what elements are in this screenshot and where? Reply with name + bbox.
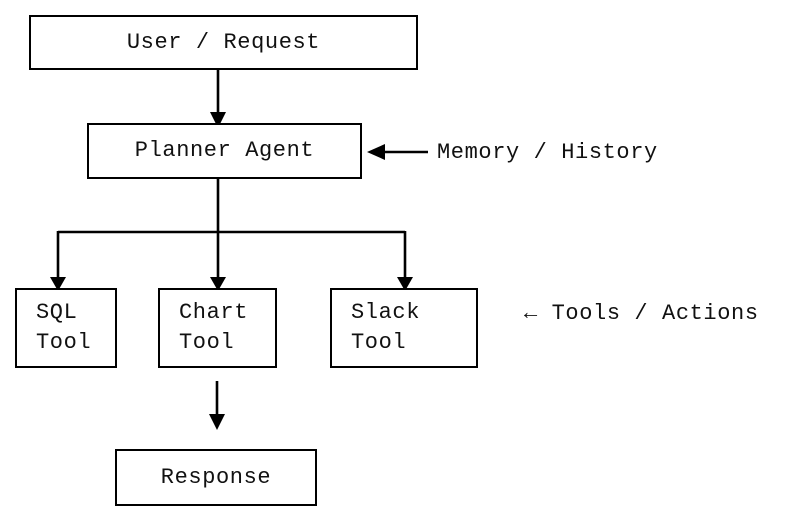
node-response-label: Response (160, 464, 272, 490)
node-chart-tool: Chart Tool (158, 288, 277, 368)
edge-user-to-planner (210, 70, 226, 128)
memory-history-annotation: Memory / History (437, 140, 658, 165)
arrowhead-down-icon (397, 277, 413, 291)
node-user-request: User / Request (29, 15, 418, 70)
node-user-request-label: User / Request (126, 29, 321, 55)
arrowhead-down-icon (209, 414, 225, 430)
node-chart-tool-label: Chart Tool (179, 300, 249, 355)
node-sql-tool-label: SQL Tool (36, 300, 92, 355)
node-planner-agent: Planner Agent (87, 123, 362, 179)
arrowhead-left-icon (367, 144, 385, 160)
edge-memory-to-planner (367, 144, 428, 160)
arrowhead-down-icon (210, 277, 226, 291)
node-response: Response (115, 449, 317, 506)
edge-planner-branch (50, 179, 413, 291)
node-slack-tool: Slack Tool (330, 288, 478, 368)
arrowhead-down-icon (210, 112, 226, 128)
edge-chart-to-response (209, 381, 225, 430)
node-planner-agent-label: Planner Agent (134, 138, 315, 163)
arrowhead-down-icon (50, 277, 66, 291)
node-sql-tool: SQL Tool (15, 288, 117, 368)
tools-actions-annotation: ← Tools / Actions (524, 301, 759, 326)
node-slack-tool-label: Slack Tool (351, 300, 421, 355)
